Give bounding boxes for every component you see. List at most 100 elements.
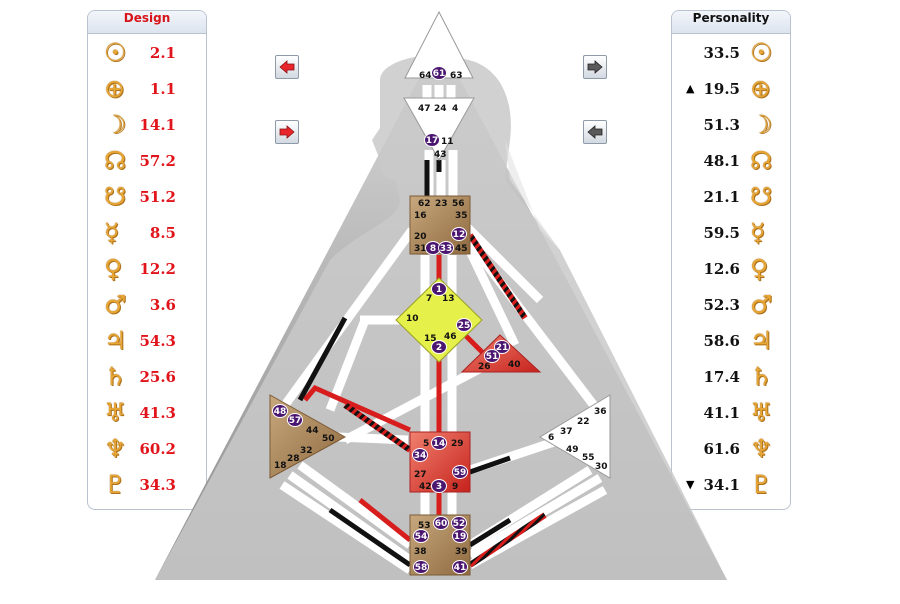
gate-57-dot: 57 (287, 413, 303, 427)
gate-4: 4 (452, 104, 458, 114)
gate-45: 45 (455, 244, 468, 254)
neptune-icon: ♆ (750, 434, 773, 463)
sun-icon: ☉ (750, 38, 773, 67)
design-value: 41.3 (139, 404, 176, 422)
gate-64: 64 (419, 71, 432, 81)
personality-row-pluto: ▼♇34.1 (672, 470, 790, 500)
svg-text:33: 33 (440, 244, 453, 254)
design-row-moon: ☽14.1 (88, 110, 206, 140)
saturn-icon: ♄ (104, 362, 127, 391)
design-panel-title: Design (88, 11, 206, 34)
gate-21-dot: 21 (494, 340, 510, 354)
personality-next-button[interactable] (583, 55, 607, 79)
design-value: 60.2 (139, 440, 176, 458)
gate-24: 24 (434, 104, 447, 114)
north-node-icon: ☊ (750, 146, 773, 175)
personality-value: 52.3 (703, 296, 740, 314)
design-value: 54.3 (139, 332, 176, 350)
uranus-icon: ♅ (750, 398, 773, 427)
arrow-left-icon (587, 125, 603, 139)
jupiter-icon: ♃ (104, 326, 127, 355)
svg-text:52: 52 (453, 519, 466, 529)
design-row-saturn: ♄ 25.6 (88, 362, 206, 392)
gate-55: 55 (582, 453, 595, 463)
solar-plexus-center (539, 394, 611, 479)
design-value: 57.2 (139, 152, 176, 170)
personality-row-saturn: ♄ 17.4 (672, 362, 790, 392)
mars-icon: ♂ (104, 290, 127, 319)
svg-text:25: 25 (458, 321, 471, 331)
gate-41-dot: 41 (452, 560, 468, 574)
venus-icon: ♀ (104, 254, 123, 283)
gate-58-dot: 58 (413, 560, 429, 574)
gate-33-dot: 33 (438, 241, 454, 255)
personality-value: 17.4 (703, 368, 740, 386)
personality-row-north-node: ☊ 48.1 (672, 146, 790, 176)
personality-value: 59.5 (703, 224, 740, 242)
jupiter-icon: ♃ (750, 326, 773, 355)
personality-row-uranus: ♅41.1 (672, 398, 790, 428)
gate-labels: 64 63 47 24 4 11 43 62 23 56 16 35 20 31… (274, 71, 608, 557)
personality-row-jupiter: ♃ 58.6 (672, 326, 790, 356)
svg-text:21: 21 (496, 343, 509, 353)
gate-46: 46 (444, 332, 457, 342)
gate-54-dot: 54 (413, 529, 429, 543)
svg-text:51: 51 (486, 352, 499, 362)
personality-row-moon: ☽51.3 (672, 110, 790, 140)
gate-18: 18 (274, 461, 287, 471)
design-prev-button[interactable] (275, 55, 299, 79)
gate-50: 50 (322, 434, 335, 444)
pluto-icon: ♇ (750, 470, 773, 499)
design-value: 25.6 (139, 368, 176, 386)
uranus-icon: ♅ (104, 398, 127, 427)
gate-30: 30 (595, 462, 608, 472)
gate-13: 13 (442, 294, 455, 304)
design-next-button[interactable] (275, 120, 299, 144)
design-value: 34.3 (139, 476, 176, 494)
gate-27: 27 (414, 470, 427, 480)
gate-3-dot: 3 (431, 479, 447, 493)
personality-row-sun: ☉ 33.5 (672, 38, 790, 68)
design-value: 2.1 (149, 44, 176, 62)
design-row-earth: ⊕1.1 (88, 74, 206, 104)
gate-36: 36 (594, 407, 607, 417)
south-node-icon: ☋ (104, 182, 127, 211)
gate-22: 22 (577, 417, 590, 427)
south-node-icon: ☋ (750, 182, 773, 211)
svg-text:58: 58 (415, 563, 428, 573)
personality-value: 58.6 (703, 332, 740, 350)
venus-icon: ♀ (750, 254, 769, 283)
design-row-neptune: ♆60.2 (88, 434, 206, 464)
gate-20: 20 (414, 232, 427, 242)
design-value: 14.1 (139, 116, 176, 134)
direction-marker: ▼ (686, 478, 695, 491)
gate-2-dot: 2 (431, 340, 447, 354)
arrow-right-icon (279, 125, 295, 139)
svg-text:12: 12 (453, 230, 466, 240)
personality-value: 12.6 (703, 260, 740, 278)
north-node-icon: ☊ (104, 146, 127, 175)
gate-7: 7 (426, 294, 432, 304)
gate-26: 26 (478, 362, 491, 372)
personality-prev-button[interactable] (583, 120, 607, 144)
gate-28: 28 (287, 454, 300, 464)
personality-value: 19.5 (703, 80, 740, 98)
gate-10: 10 (406, 314, 419, 324)
personality-row-earth: ▲⊕19.5 (672, 74, 790, 104)
arrow-left-icon (279, 60, 295, 74)
gate-31: 31 (414, 244, 427, 254)
arrow-right-icon (587, 60, 603, 74)
gate-60-dot: 60 (433, 516, 449, 530)
saturn-icon: ♄ (750, 362, 773, 391)
design-row-venus: ♀12.2 (88, 254, 206, 284)
personality-value: 33.5 (703, 44, 740, 62)
svg-text:8: 8 (430, 244, 436, 254)
design-value: 8.5 (149, 224, 176, 242)
gate-15: 15 (424, 334, 437, 344)
gate-38: 38 (414, 547, 427, 557)
design-value: 51.2 (139, 188, 176, 206)
personality-value: 48.1 (703, 152, 740, 170)
gate-6: 6 (548, 433, 554, 443)
personality-value: 51.3 (703, 116, 740, 134)
